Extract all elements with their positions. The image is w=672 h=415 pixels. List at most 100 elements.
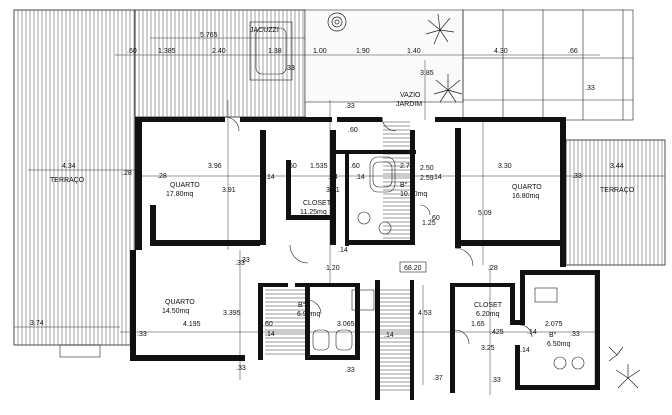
dimension-texts: .60 1.385 5.765 2.40 1.38 1.00 1.90 1.40… bbox=[30, 32, 624, 384]
dim-misc-4: .33 bbox=[585, 85, 595, 92]
dim-row2-5: .60 bbox=[350, 163, 360, 170]
dim-row2-8: .14 bbox=[432, 174, 442, 181]
dim-misc-7: .33 bbox=[345, 103, 355, 110]
dim-row3-9: 2.075 bbox=[545, 321, 563, 328]
dim-misc-9: 3.91 bbox=[222, 187, 236, 194]
dim-misc-16: .33 bbox=[491, 377, 501, 384]
level-marker: 68.20 bbox=[404, 265, 422, 272]
dim-row3-5: .14 bbox=[384, 332, 394, 339]
dim-row3-3: .14 bbox=[265, 331, 275, 338]
jacuzzi-deck-hatch bbox=[134, 9, 306, 118]
bath3-label: B° bbox=[549, 331, 557, 339]
dim-top-2: 5.765 bbox=[200, 32, 218, 39]
dim-row3-2: .60 bbox=[263, 321, 273, 328]
dim-misc-22: .37 bbox=[433, 375, 443, 382]
dim-row3-0: .33 bbox=[137, 331, 147, 338]
dim-misc-25: .60 bbox=[348, 127, 358, 134]
dim-misc-23: .33 bbox=[236, 365, 246, 372]
bath2-label: B° bbox=[298, 301, 306, 309]
dim-misc-5: .33 bbox=[572, 173, 582, 180]
jardim-label: JARDIM bbox=[396, 101, 422, 108]
dim-row3-4: 3.065 bbox=[337, 321, 355, 328]
terrace-left-label: TERRAÇO bbox=[50, 177, 85, 184]
dim-misc-27: 2.59 bbox=[420, 175, 434, 182]
dim-misc-13: 1.20 bbox=[326, 265, 340, 272]
quarto3-label: QUARTO bbox=[165, 299, 195, 306]
garden-void bbox=[304, 9, 464, 103]
dim-misc-24: 2.50 bbox=[420, 165, 434, 172]
dim-row2-7: 3.30 bbox=[498, 163, 512, 170]
quarto2-label: QUARTO bbox=[512, 184, 542, 191]
dim-misc-19: .14 bbox=[328, 174, 338, 181]
dim-row3-1: 4.195 bbox=[183, 321, 201, 328]
door-swings bbox=[224, 116, 533, 345]
dim-row2-4: .14 bbox=[355, 174, 365, 181]
closet1-label: CLOSET bbox=[303, 200, 332, 207]
dim-misc-20: .14 bbox=[338, 247, 348, 254]
dim-top-3: 2.40 bbox=[212, 48, 226, 55]
quarto1-area: 17.80mq bbox=[166, 191, 193, 198]
dim-top-7: 1.40 bbox=[407, 48, 421, 55]
dim-row3-6: 1.65 bbox=[471, 321, 485, 328]
jacuzzi-label: JACUZZI bbox=[250, 27, 279, 34]
dim-misc-11: 5.09 bbox=[478, 210, 492, 217]
closet1-area: 11.25mq bbox=[300, 209, 327, 216]
dim-row3-7: .425 bbox=[490, 329, 504, 336]
bath3-area: 6.50mq bbox=[547, 341, 570, 348]
dim-top-1: 1.385 bbox=[158, 48, 176, 55]
right-grid-lines bbox=[462, 9, 634, 121]
terrace-left-hatch bbox=[13, 9, 136, 346]
dim-misc-10: 3.91 bbox=[326, 187, 340, 194]
dim-top-4: 1.38 bbox=[268, 48, 282, 55]
balcony-planter bbox=[59, 344, 101, 358]
dim-misc-18: .14 bbox=[265, 174, 275, 181]
dim-misc-1: 3.44 bbox=[610, 163, 624, 170]
dim-misc-3: .33 bbox=[285, 65, 295, 72]
dim-row2-1: 3.96 bbox=[208, 163, 222, 170]
dim-row2-3: 1.535 bbox=[310, 163, 328, 170]
terrace-right-label: TERRAÇO bbox=[600, 187, 635, 194]
plant-icon bbox=[327, 12, 641, 389]
dim-misc-0: 4.34 bbox=[62, 163, 76, 170]
terrace-right-hatch bbox=[565, 139, 666, 266]
dim-misc-26: 1.25 bbox=[422, 220, 436, 227]
quarto3-area: 14.50mq bbox=[162, 308, 189, 315]
dim-row2-6: 2.75 bbox=[400, 163, 414, 170]
stairs bbox=[265, 121, 410, 391]
dim-row2-2: .60 bbox=[287, 163, 297, 170]
dim-misc-31: .33 bbox=[235, 260, 245, 267]
dim-top-6: 1.90 bbox=[356, 48, 370, 55]
dim-misc-2: 3.74 bbox=[30, 320, 44, 327]
dim-misc-15: 3.25 bbox=[481, 345, 495, 352]
dim-misc-21: .14 bbox=[520, 347, 530, 354]
quarto2-area: 16.80mq bbox=[512, 193, 539, 200]
dim-top-8: 4.30 bbox=[494, 48, 508, 55]
dim-misc-14: 4.53 bbox=[418, 310, 432, 317]
dim-top-0: .60 bbox=[127, 48, 137, 55]
bath2-area: 6.90mq bbox=[297, 311, 320, 318]
bathroom-fixtures bbox=[249, 21, 585, 370]
bath1-area: 10.70mq bbox=[400, 191, 427, 198]
closet2-label: CLOSET bbox=[474, 302, 503, 309]
level-box bbox=[399, 261, 427, 273]
closet2-area: 6.20mq bbox=[476, 311, 499, 318]
dim-top-9: .66 bbox=[568, 48, 578, 55]
dim-row2-0: .28 bbox=[122, 170, 132, 177]
vazio-label: VAZIO bbox=[400, 92, 421, 99]
quarto1-label: QUARTO bbox=[170, 182, 200, 189]
room-labels: JACUZZI VAZIO JARDIM TERRAÇO TERRAÇO QUA… bbox=[50, 27, 635, 348]
dim-misc-28: .60 bbox=[430, 215, 440, 222]
dim-misc-29: .28 bbox=[488, 265, 498, 272]
dim-misc-17: .28 bbox=[157, 173, 167, 180]
dim-misc-8: .33 bbox=[240, 257, 250, 264]
dim-misc-12: 3.395 bbox=[223, 310, 241, 317]
dim-top-5: 1.00 bbox=[313, 48, 327, 55]
walls bbox=[130, 117, 600, 400]
bath1-label: B° bbox=[400, 181, 408, 189]
dim-misc-32: .33 bbox=[345, 367, 355, 374]
dim-row3-8: .14 bbox=[527, 329, 537, 336]
dim-misc-30: 3.85 bbox=[420, 70, 434, 77]
dim-misc-6: .33 bbox=[570, 331, 580, 338]
